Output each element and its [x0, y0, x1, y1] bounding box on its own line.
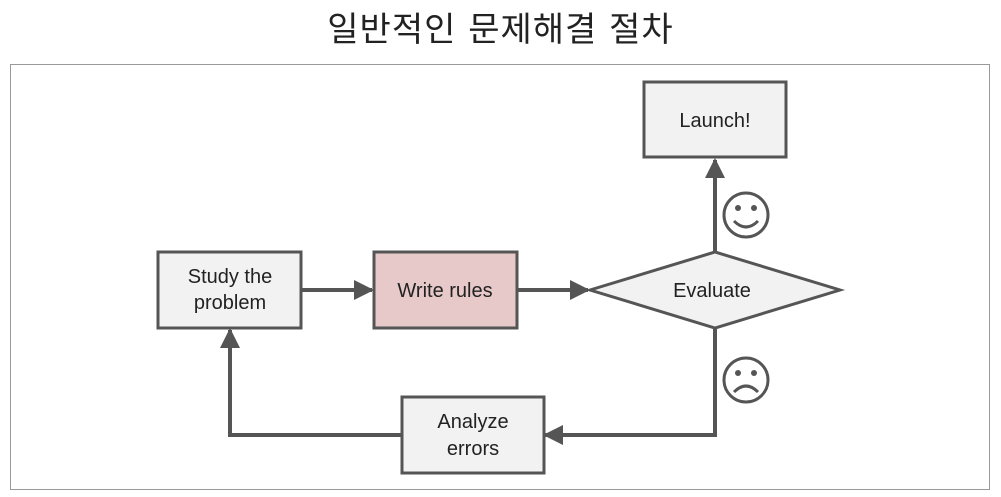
node-launch: Launch!	[642, 80, 788, 159]
study-label-line-2: problem	[194, 292, 266, 314]
analyze-label-line-1: Analyze	[437, 411, 508, 433]
node-evaluate: Evaluate	[584, 250, 846, 330]
node-write-rules: Write rules	[372, 250, 519, 330]
analyze-label-line-2: errors	[447, 438, 499, 460]
node-analyze-errors: Analyze errors	[400, 395, 546, 475]
connectors	[220, 158, 725, 445]
smiley-face-icon	[722, 191, 770, 239]
arrow-evaluate-to-analyze	[543, 328, 717, 445]
study-label-line-1: Study the	[188, 266, 273, 288]
write-rules-label: Write rules	[397, 280, 492, 302]
sad-face-icon	[722, 356, 770, 404]
node-study-the-problem: Study the problem	[156, 250, 303, 330]
launch-label: Launch!	[679, 110, 750, 132]
arrow-analyze-to-study	[220, 328, 402, 437]
diagram-title: 일반적인 문제해결 절차	[327, 10, 674, 50]
evaluate-label: Evaluate	[673, 280, 751, 302]
diagram-frame	[10, 64, 990, 490]
